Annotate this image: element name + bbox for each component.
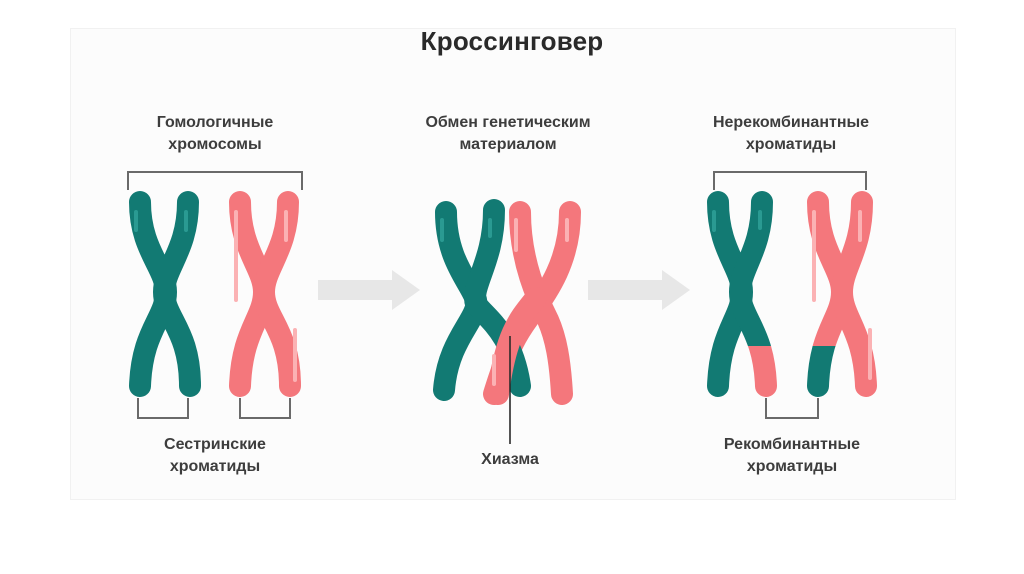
- arrow-right-1: [318, 270, 420, 310]
- diagram-title: Кроссинговер: [420, 26, 604, 56]
- chromosome-pink-stage2-front: [487, 287, 547, 405]
- bracket-sister-pink: [239, 398, 291, 419]
- label-recombinant-line2: хроматиды: [746, 458, 838, 475]
- label-genetic-exchange: Обмен генетическим материалом: [400, 112, 616, 156]
- bracket-sister-teal: [137, 398, 189, 419]
- chromosome-teal-stage3: [707, 191, 777, 397]
- label-chiasma: Хиазма: [481, 451, 539, 468]
- chromosome-pink-stage1: [229, 191, 301, 397]
- chromosome-pink-stage3: [807, 191, 877, 397]
- label-nonrecombinant-line2: хроматиды: [745, 136, 837, 153]
- bracket-recombinant: [765, 398, 819, 419]
- label-homologous-line1: Гомологичные: [156, 114, 274, 131]
- label-nonrecombinant-chromatids: Нерекомбинантные хроматиды: [686, 112, 896, 156]
- label-sister-line2: хроматиды: [169, 458, 261, 475]
- label-sister-line1: Сестринские: [164, 436, 266, 453]
- bracket-nonrecombinant: [713, 171, 867, 190]
- arrow-right-2: [588, 270, 690, 310]
- label-recombinant-line1: Рекомбинантные: [723, 436, 861, 453]
- chromosome-teal-stage1: [129, 191, 201, 397]
- label-exchange-line2: материалом: [459, 136, 557, 153]
- label-nonrecombinant-line1: Нерекомбинантные: [712, 114, 870, 131]
- label-sister-chromatids: Сестринские хроматиды: [118, 434, 312, 478]
- label-recombinant-chromatids: Рекомбинантные хроматиды: [694, 434, 890, 478]
- label-homologous-chromosomes: Гомологичные хромосомы: [118, 112, 312, 156]
- bracket-homologous: [127, 171, 303, 190]
- label-homologous-line2: хромосомы: [168, 136, 262, 153]
- diagram-panel: [70, 28, 956, 500]
- label-exchange-line1: Обмен генетическим: [425, 114, 591, 131]
